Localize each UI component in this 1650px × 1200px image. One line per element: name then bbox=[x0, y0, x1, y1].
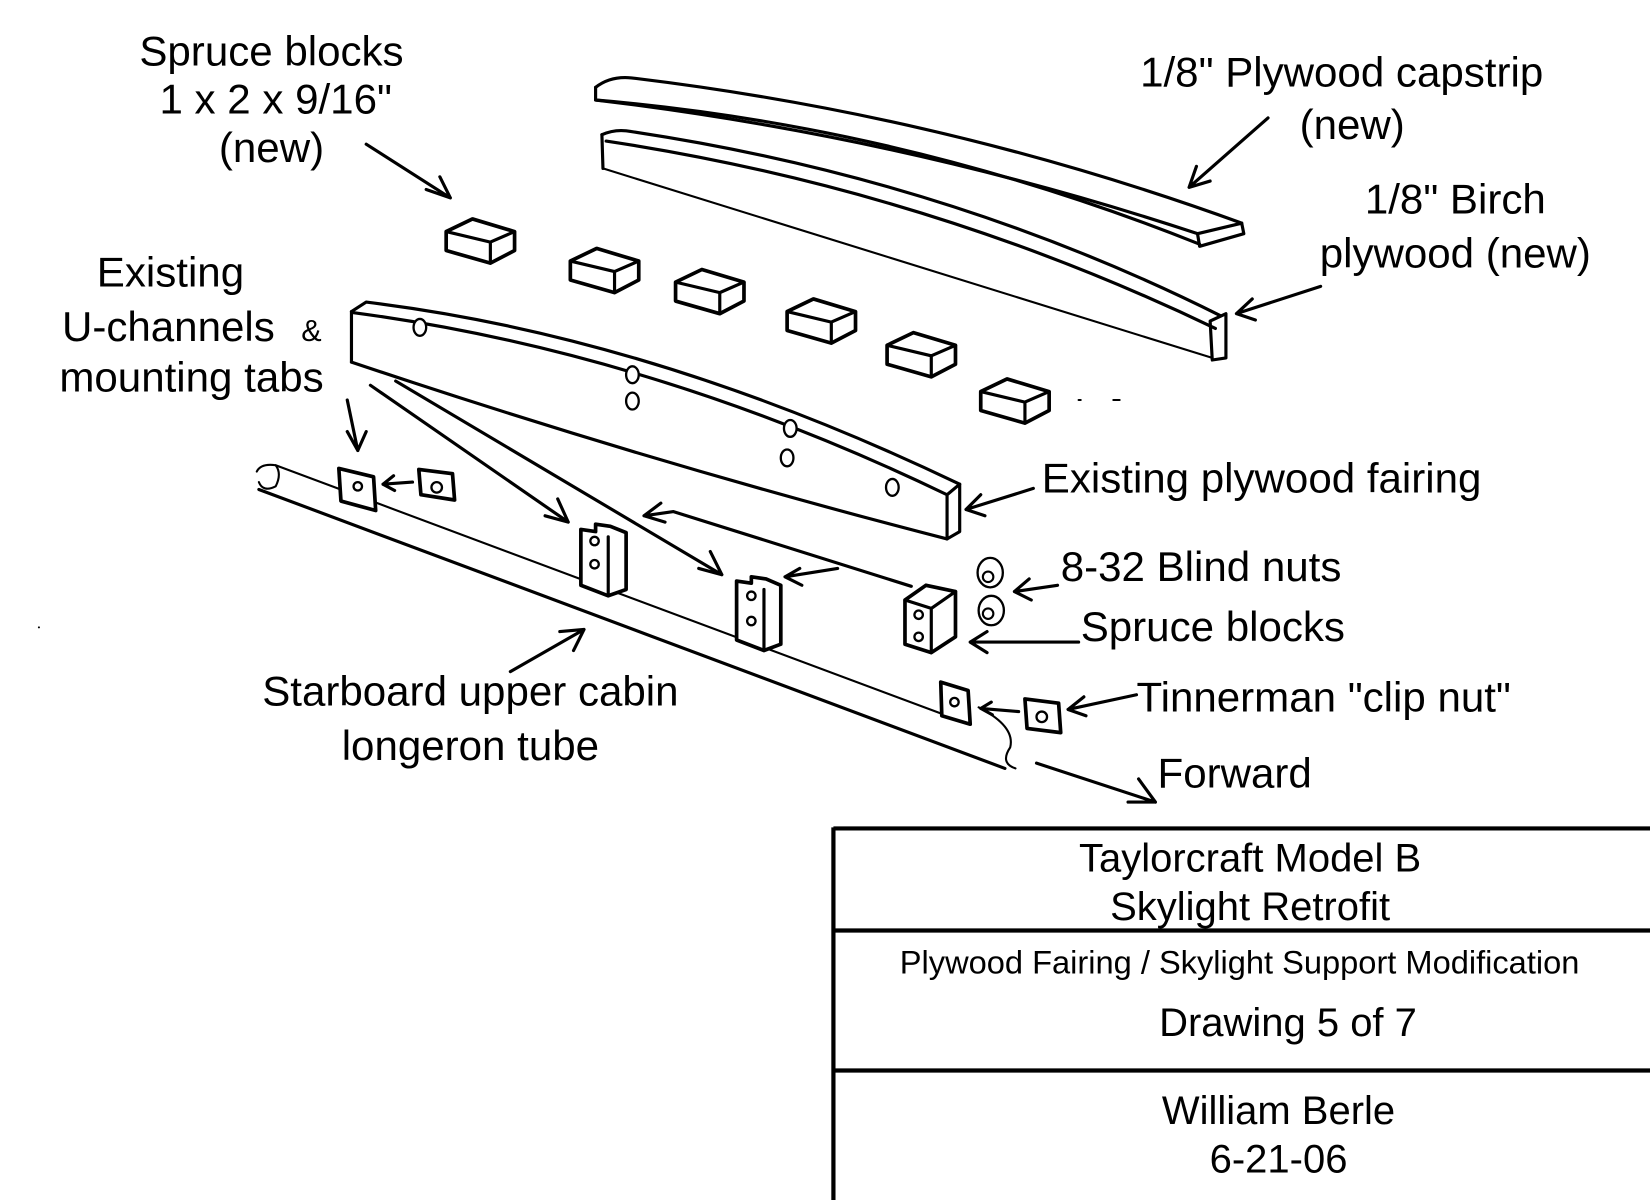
scan-speck bbox=[37, 626, 40, 629]
new-spruce-blocks bbox=[444, 217, 1051, 425]
arrow-forward bbox=[1034, 761, 1157, 804]
label-existing-fairing: Existing plywood fairing bbox=[1042, 455, 1482, 502]
label-longeron-1: Starboard upper cabin bbox=[262, 667, 678, 714]
arrow-uchannel-2 bbox=[394, 379, 724, 577]
blind-nut-1 bbox=[976, 556, 1004, 589]
label-existing-3: mounting tabs bbox=[59, 354, 323, 401]
spruce-block-3 bbox=[673, 267, 746, 316]
arrow-tinnerman bbox=[1066, 693, 1139, 718]
author-name: William Berle bbox=[1162, 1089, 1395, 1133]
spruce-block-5 bbox=[885, 330, 958, 379]
arrow-longeron bbox=[508, 627, 586, 674]
label-blind-nuts: 8-32 Blind nuts bbox=[1061, 543, 1342, 590]
label-spruce-blocks-new-1: Spruce blocks bbox=[139, 27, 403, 74]
arrow-uchannel-3 bbox=[642, 501, 913, 588]
drawing-subtitle: Plywood Fairing / Skylight Support Modif… bbox=[900, 944, 1580, 981]
blind-nuts bbox=[976, 556, 1006, 627]
arrow-uchannel-1 bbox=[368, 383, 570, 524]
mounting-tab-rear bbox=[336, 466, 378, 513]
u-channel-1 bbox=[579, 522, 628, 598]
label-forward: Forward bbox=[1158, 749, 1312, 796]
existing-plywood-fairing bbox=[349, 300, 962, 541]
arrow-uchannel-tab bbox=[345, 398, 368, 453]
label-birch-1: 1/8" Birch bbox=[1365, 176, 1546, 223]
drawing-date: 6-21-06 bbox=[1210, 1138, 1348, 1182]
spruce-block-2 bbox=[568, 246, 641, 295]
arrow-fairing bbox=[964, 486, 1035, 518]
arrow-capstrip bbox=[1187, 116, 1270, 189]
label-existing-1: Existing bbox=[97, 248, 244, 295]
label-capstrip-1: 1/8" Plywood capstrip bbox=[1140, 48, 1543, 95]
label-tinnerman: Tinnerman "clip nut" bbox=[1136, 674, 1510, 721]
label-existing-amp: & bbox=[301, 314, 321, 348]
sheet-number: Drawing 5 of 7 bbox=[1159, 1001, 1417, 1045]
clip-nut-forward bbox=[1023, 697, 1063, 735]
label-spruce-blocks-new-3: (new) bbox=[219, 124, 324, 171]
title-block: Taylorcraft Model B Skylight Retrofit Pl… bbox=[831, 826, 1650, 1200]
spruce-block-mount bbox=[903, 583, 958, 655]
spruce-block-4 bbox=[785, 297, 858, 345]
arrow-birch bbox=[1234, 284, 1323, 322]
arrow-uchannel-4 bbox=[783, 566, 840, 587]
arrow-spruce-blocks bbox=[968, 630, 1081, 655]
arrow-spruce-new bbox=[364, 142, 452, 200]
label-capstrip-2: (new) bbox=[1300, 101, 1405, 148]
mounting-tab-forward bbox=[938, 680, 973, 727]
leader-arrows bbox=[345, 116, 1323, 804]
birch-plywood-strip bbox=[600, 128, 1228, 362]
label-birch-2: plywood (new) bbox=[1320, 229, 1591, 276]
spruce-block-6 bbox=[978, 377, 1051, 425]
spruce-block-1 bbox=[444, 217, 517, 265]
project-title-line-1: Taylorcraft Model B bbox=[1079, 837, 1421, 881]
blind-nut-2 bbox=[977, 594, 1006, 627]
arrow-blind-nuts bbox=[1012, 577, 1060, 602]
arrow-clip-to-tab-rear bbox=[381, 474, 415, 493]
label-longeron-2: longeron tube bbox=[342, 722, 599, 769]
label-spruce-blocks: Spruce blocks bbox=[1081, 603, 1345, 650]
arrow-clip-to-tab-forward bbox=[979, 700, 1021, 717]
u-channel-2 bbox=[734, 575, 783, 653]
plywood-capstrip bbox=[594, 76, 1246, 248]
label-existing-2: U-channels bbox=[62, 303, 275, 350]
project-title-line-2: Skylight Retrofit bbox=[1110, 885, 1390, 929]
label-spruce-blocks-new-2: 1 x 2 x 9/16" bbox=[159, 76, 391, 123]
clip-nut-rear bbox=[416, 467, 457, 502]
